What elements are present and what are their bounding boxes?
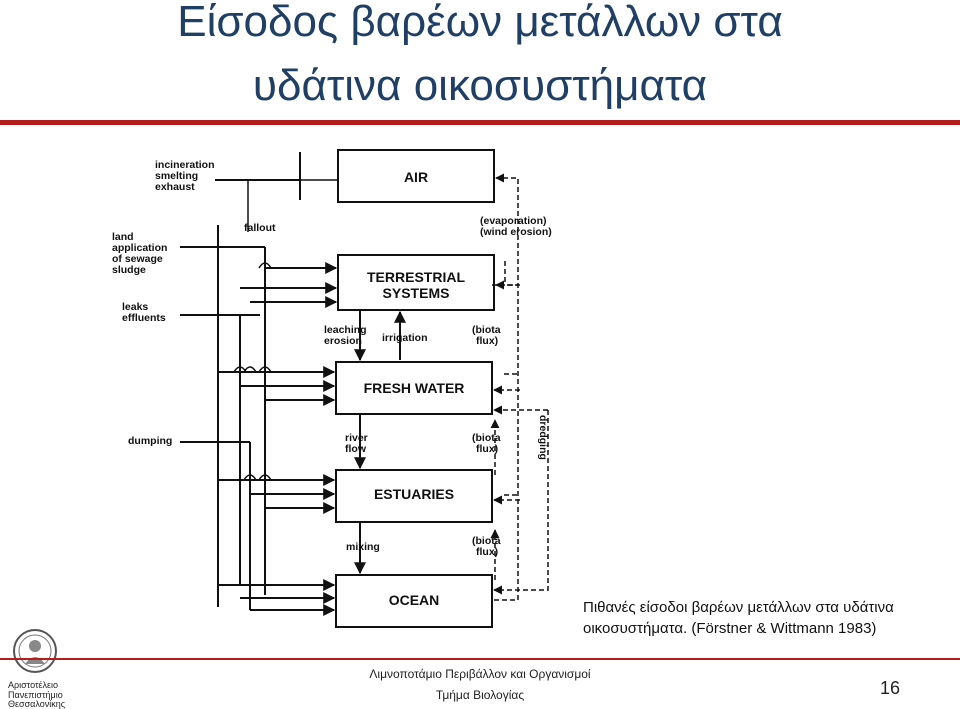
label-fresh-water: FRESH WATER	[364, 380, 465, 396]
label-terrestrial-1: TERRESTRIAL	[367, 269, 465, 285]
label-estuaries: ESTUARIES	[374, 486, 454, 502]
label-evaporation: (evaporation)	[480, 215, 547, 227]
page-number: 16	[880, 678, 901, 698]
label-fallout: fallout	[244, 222, 276, 234]
box-fresh-water	[335, 361, 493, 415]
caption-line2: οικοσυστήματα. (Förstner & Wittmann 1983…	[583, 620, 877, 637]
label-biota-flux-1a: (biota	[472, 324, 501, 336]
label-land: land	[112, 231, 134, 243]
label-effluents: effluents	[122, 312, 166, 324]
label-biota-flux-1b: flux)	[476, 335, 498, 347]
label-application: application	[112, 242, 167, 254]
figure-caption: Πιθανές είσοδοι βαρέων μετάλλων στα υδάτ…	[583, 597, 953, 639]
label-ocean: OCEAN	[389, 592, 440, 608]
footer-course: Λιμνοποτάμιο Περιβάλλον και Οργανισμοί	[369, 667, 591, 681]
label-dredging: dredging	[537, 415, 549, 460]
label-erosion: erosion	[324, 335, 362, 347]
label-dumping: dumping	[128, 435, 172, 447]
box-air	[337, 149, 495, 203]
box-terrestrial	[337, 254, 495, 311]
label-river: river	[345, 432, 368, 444]
label-of-sewage: of sewage	[112, 253, 163, 265]
title-divider	[0, 120, 960, 125]
box-estuaries	[335, 469, 493, 523]
footer-divider	[0, 658, 960, 660]
source-line-incineration	[215, 152, 301, 200]
label-wind-erosion: (wind erosion)	[480, 226, 552, 238]
label-biota-flux-2a: (biota	[472, 432, 501, 444]
page-title-line1: Είσοδος βαρέων μετάλλων στα	[177, 0, 783, 46]
label-mixing: mixing	[346, 541, 380, 553]
fallout-line	[247, 179, 338, 232]
label-flow: flow	[345, 443, 367, 455]
label-air: AIR	[404, 169, 428, 185]
label-biota-flux-2b: flux)	[476, 443, 498, 455]
heavy-metals-flow-diagram: AIR TERRESTRIAL SYSTEMS FRESH WATER ESTU…	[112, 149, 552, 628]
label-sludge: sludge	[112, 264, 146, 276]
label-biota-flux-3b: flux)	[476, 546, 498, 558]
label-exhaust: exhaust	[155, 181, 195, 193]
label-biota-flux-3a: (biota	[472, 535, 501, 547]
label-incineration: incineration	[155, 159, 215, 171]
footer-department: Τμήμα Βιολογίας	[435, 688, 525, 702]
label-leaks: leaks	[122, 301, 148, 313]
university-name-line1: Αριστοτέλειο	[8, 680, 59, 690]
label-irrigation: irrigation	[382, 332, 428, 344]
label-smelting: smelting	[155, 170, 198, 182]
caption-line1: Πιθανές είσοδοι βαρέων μετάλλων στα υδάτ…	[583, 599, 894, 616]
university-name-line2: Πανεπιστήμιο	[8, 690, 63, 700]
page-title-line2: υδάτινα οικοσυστήματα	[252, 61, 708, 110]
box-ocean	[335, 574, 493, 628]
label-leaching: leaching	[324, 324, 367, 336]
label-terrestrial-2: SYSTEMS	[383, 285, 450, 301]
university-name-line3: Θεσσαλονίκης	[8, 699, 66, 709]
